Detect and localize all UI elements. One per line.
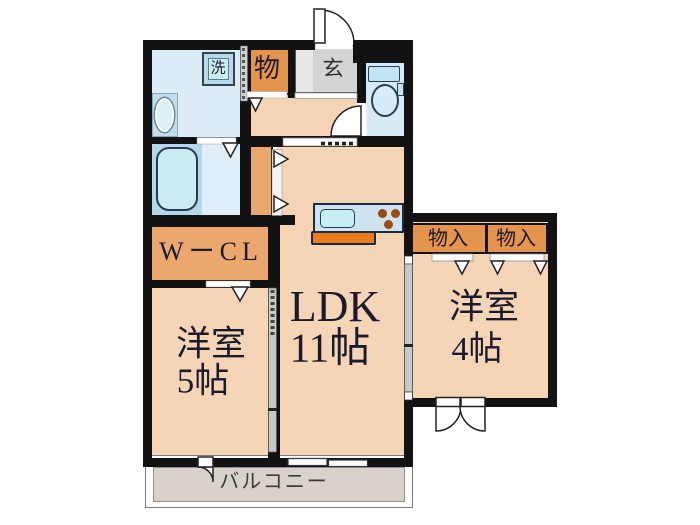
wall-top	[143, 40, 315, 50]
washer-label: 洗	[210, 60, 226, 77]
bathroom-door-notch	[221, 142, 240, 159]
wcl-door-notch	[230, 286, 250, 303]
wall-left	[143, 40, 152, 467]
french-door-swing-right	[459, 405, 486, 432]
wall-wing-bottom-left	[404, 398, 436, 407]
stove-burner-icon	[384, 220, 393, 229]
toilet-door-swing	[330, 105, 362, 137]
stove-burner-icon	[378, 209, 387, 218]
french-door-leaf-right	[460, 396, 486, 408]
french-door-swing-left	[435, 405, 462, 432]
stove-burner-icon	[391, 209, 400, 218]
bedroom-west-label: 洋室	[175, 324, 247, 364]
ldk-closet-door-gap	[271, 149, 283, 216]
wcl-door-gap	[205, 280, 251, 288]
bedroom-west-sliding-handle	[268, 408, 277, 411]
wall-right-main	[404, 40, 413, 467]
french-door-leaf-left	[435, 396, 461, 408]
front-door-leaf	[313, 8, 326, 44]
storage-east-1-door-gap	[431, 253, 474, 262]
hall-storage-door-notch	[247, 97, 264, 113]
entrance-step	[294, 92, 358, 99]
toilet-button	[397, 83, 404, 96]
bedroom-east-size-label: 4帖	[451, 331, 503, 368]
toilet-tank	[368, 66, 400, 82]
wall-toilet-left	[357, 58, 366, 147]
ldk-label: LDK	[289, 282, 381, 331]
wall-wing-bottom-right	[485, 398, 557, 407]
kitchen-base-cabinet	[311, 231, 376, 245]
washing-machine-inner	[208, 58, 229, 80]
bedroom-east-sliding-door	[404, 263, 413, 393]
balcony-label: バルコニー	[219, 471, 329, 493]
storage-east-2-box	[486, 223, 548, 254]
bedroom-west-balcony-door-leaf	[197, 456, 214, 468]
storage-east-door-notch	[489, 260, 506, 276]
balcony-floor	[153, 467, 405, 502]
bedroom-east-sliding-cap-top	[404, 255, 413, 265]
bedroom-east-sliding-cap-bottom	[404, 391, 413, 401]
ldk-closet-door-notch	[273, 149, 290, 169]
ldk-closet-door-notch	[273, 194, 290, 214]
storage-east-door-notch	[453, 260, 471, 276]
hall-storage-label: 物	[253, 54, 281, 83]
bedroom-west-sliding-door	[268, 287, 277, 453]
washbasin-bowl-icon	[155, 98, 174, 132]
ldk-size-label: 11帖	[289, 324, 371, 371]
wall-center-vertical	[240, 40, 251, 225]
ldk-balcony-sliding-panel	[327, 459, 369, 468]
storage-east-1-box	[411, 223, 487, 254]
bedroom-east-label: 洋室	[448, 287, 520, 327]
storage-east-1-label: 物入	[428, 228, 468, 250]
wall-wing-right	[548, 213, 557, 407]
toilet-bowl-icon	[371, 84, 399, 117]
hall-storage-door-gap	[246, 91, 288, 99]
bathroom-door-gap	[196, 137, 237, 145]
storage-east-2-label: 物入	[496, 228, 536, 250]
walk-in-closet-label: WーCL	[159, 237, 263, 266]
storage-east-2-door-gap	[489, 253, 545, 262]
bathtub-icon	[156, 147, 198, 211]
storage-east-door-notch	[532, 260, 549, 276]
kitchen-sink-icon	[320, 209, 355, 228]
ldk-floor	[277, 140, 405, 460]
wall-wing-top	[404, 213, 557, 222]
entrance-area-inner	[313, 46, 357, 92]
wall-bath-bottom	[143, 215, 295, 225]
wall-hallstorage-right	[288, 40, 295, 98]
front-door-threshold	[315, 41, 353, 49]
ldk-balcony-sliding-panel	[287, 457, 328, 467]
hall-ldk-sliding-door	[282, 137, 358, 147]
bedroom-west-balcony-door-swing	[197, 466, 214, 483]
wall-top-right-block	[353, 40, 413, 63]
entrance-label: 玄	[322, 56, 344, 81]
bedroom-west-floor	[152, 285, 269, 460]
bedroom-east-sliding-handle	[404, 344, 413, 347]
bedroom-west-size-label: 5帖	[176, 361, 230, 401]
